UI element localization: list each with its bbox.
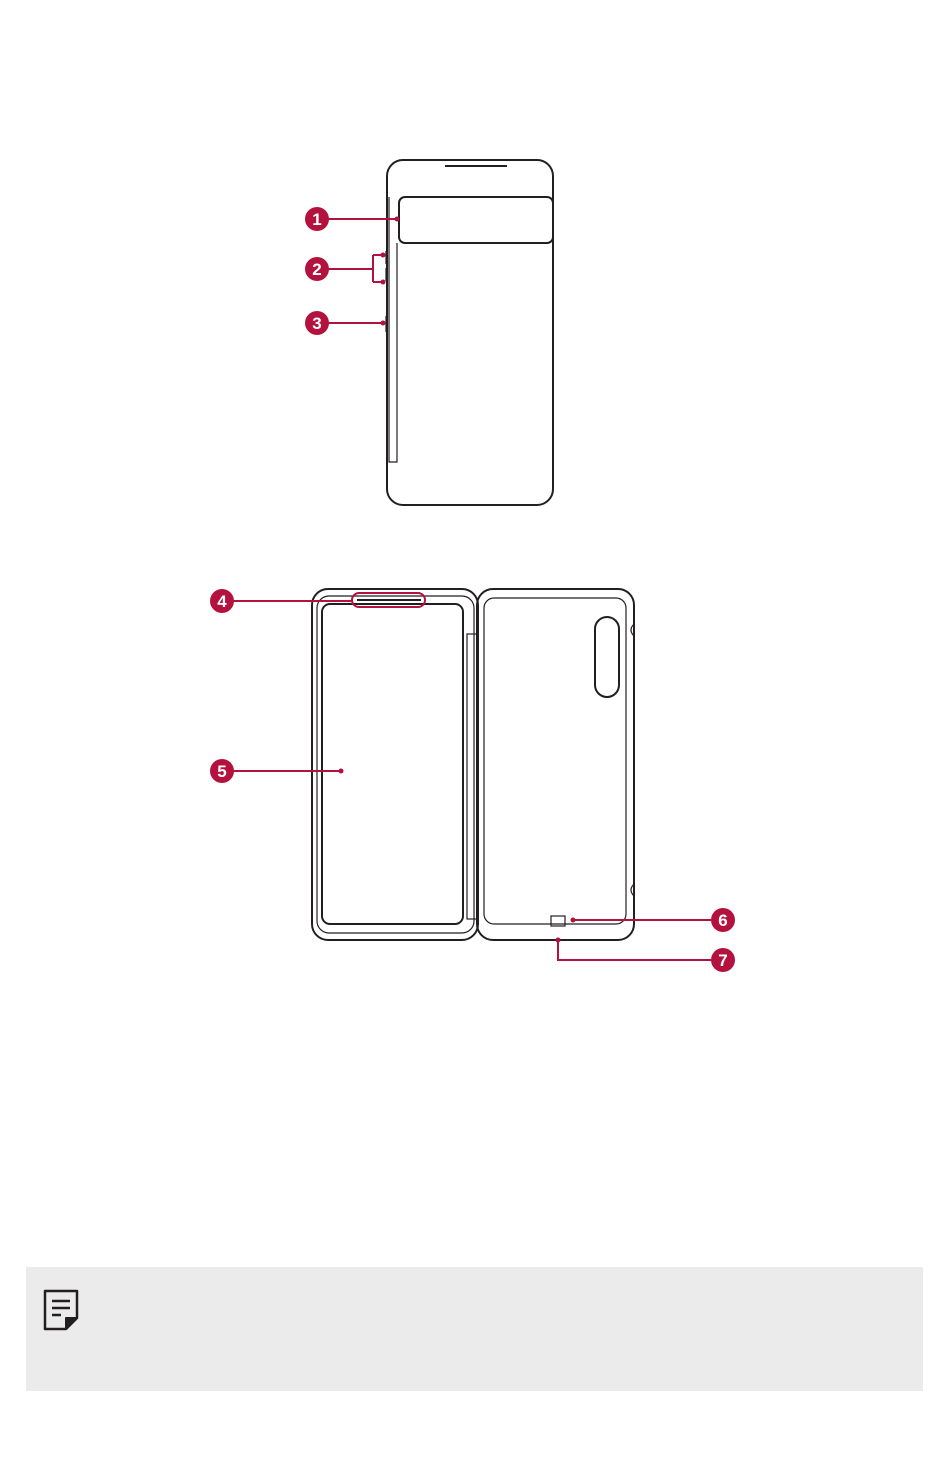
callout-badge-3: 3 xyxy=(305,311,329,335)
callout-badge-4: 4 xyxy=(210,589,234,613)
cover-outline xyxy=(387,160,553,505)
device-diagram: .dev { fill: none; stroke: #231f20; stro… xyxy=(0,0,950,1060)
camera-window xyxy=(595,617,619,697)
hinge-strip xyxy=(467,634,477,919)
callout-number-3: 3 xyxy=(312,314,321,333)
callout-leaders xyxy=(232,217,711,961)
hinge-edge xyxy=(389,197,397,462)
callout-badges: 1 2 3 4 5 6 7 xyxy=(210,207,735,972)
callout-number-5: 5 xyxy=(217,762,226,781)
leader-7 xyxy=(558,940,711,960)
right-panel-outline xyxy=(477,589,634,940)
callout-badge-6: 6 xyxy=(711,908,735,932)
note-box xyxy=(26,1267,923,1391)
closed-cover-view xyxy=(386,160,553,505)
callout-number-7: 7 xyxy=(718,951,727,970)
callout-badge-7: 7 xyxy=(711,948,735,972)
leader-1-dot xyxy=(395,217,400,222)
leader-3-dot xyxy=(381,321,386,326)
right-inner-frame xyxy=(484,598,626,924)
leader-2 xyxy=(327,255,383,282)
leader-2-dot-a xyxy=(381,253,386,258)
left-panel-outline xyxy=(312,589,478,940)
callout-badge-1: 1 xyxy=(305,207,329,231)
leader-2-dot-b xyxy=(381,280,386,285)
cover-display xyxy=(399,197,553,243)
leader-6-dot xyxy=(571,918,576,923)
callout-number-6: 6 xyxy=(718,911,727,930)
callout-badge-5: 5 xyxy=(210,759,234,783)
callout-number-4: 4 xyxy=(217,592,227,611)
leader-7-dot xyxy=(556,938,561,943)
note-icon xyxy=(42,1289,82,1331)
callout-number-2: 2 xyxy=(312,260,321,279)
callout-number-1: 1 xyxy=(312,210,321,229)
main-screen-area xyxy=(322,604,463,924)
left-inner-frame xyxy=(317,596,474,933)
open-cover-view xyxy=(312,589,634,940)
callout-badge-2: 2 xyxy=(305,257,329,281)
leader-5-dot xyxy=(339,769,344,774)
